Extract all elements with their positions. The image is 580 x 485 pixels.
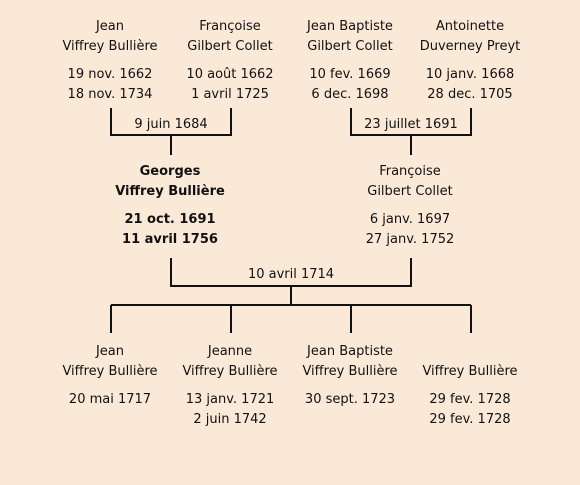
person-first-name: Jean [95, 344, 125, 359]
person-death-date: 27 janv. 1752 [365, 232, 455, 247]
person-birth-date: 10 août 1662 [186, 67, 274, 82]
child-3: Jean Baptiste Viffrey Bullière 30 sept. … [280, 342, 420, 410]
person-first-name: Jean Baptiste [307, 344, 393, 359]
person-birth-date: 19 nov. 1662 [67, 67, 153, 82]
person-surname: Viffrey Bullière [182, 364, 278, 379]
grandparent-maternal-grandfather: Jean Baptiste Gilbert Collet 10 fev. 166… [280, 17, 420, 105]
person-first-name: Jeanne [207, 344, 253, 359]
person-death-date: 18 nov. 1734 [67, 87, 153, 102]
person-first-name: Georges [139, 164, 201, 179]
person-death-date: 28 dec. 1705 [427, 87, 513, 102]
person-first-name: Françoise [379, 164, 441, 179]
person-birth-date: 20 mai 1717 [68, 392, 152, 407]
person-death-date: 11 avril 1756 [122, 232, 218, 247]
person-birth-date: 6 janv. 1697 [369, 212, 451, 227]
person-surname: Viffrey Bullière [422, 364, 518, 379]
person-surname: Duverney Preyt [419, 39, 521, 54]
person-first-name: Françoise [199, 19, 261, 34]
person-birth-date: 13 janv. 1721 [185, 392, 275, 407]
person-birth-date: 10 janv. 1668 [425, 67, 515, 82]
child-2: Jeanne Viffrey Bullière 13 janv. 1721 2 … [160, 342, 300, 430]
person-surname: Gilbert Collet [307, 39, 393, 54]
child-1: Jean Viffrey Bullière 20 mai 1717 [40, 342, 180, 410]
person-death-date: 2 juin 1742 [193, 412, 267, 427]
person-birth-date: 30 sept. 1723 [304, 392, 396, 407]
grandparent-maternal-grandmother: Antoinette Duverney Preyt 10 janv. 1668 … [400, 17, 540, 105]
person-death-date: 6 dec. 1698 [311, 87, 389, 102]
person-surname: Viffrey Bullière [115, 184, 225, 199]
person-surname: Gilbert Collet [367, 184, 453, 199]
marriage-date-maternal: 23 juillet 1691 [360, 117, 462, 133]
person-death-date: 29 fev. 1728 [429, 412, 511, 427]
person-surname: Viffrey Bullière [62, 39, 158, 54]
person-birth-date: 29 fev. 1728 [429, 392, 511, 407]
grandparent-paternal-grandfather: Jean Viffrey Bullière 19 nov. 1662 18 no… [40, 17, 180, 105]
person-first-name: Jean [95, 19, 125, 34]
grandparent-paternal-grandmother: Françoise Gilbert Collet 10 août 1662 1 … [160, 17, 300, 105]
parent-father-focus: Georges Viffrey Bullière 21 oct. 1691 11… [100, 162, 240, 250]
person-birth-date: 10 fev. 1669 [309, 67, 391, 82]
person-first-name: Jean Baptiste [307, 19, 393, 34]
person-birth-date: 21 oct. 1691 [124, 212, 216, 227]
person-death-date: 1 avril 1725 [191, 87, 269, 102]
person-surname: Viffrey Bullière [62, 364, 158, 379]
marriage-date-paternal: 9 juin 1684 [130, 117, 212, 133]
marriage-date-parents: 10 avril 1714 [243, 267, 339, 283]
person-first-name: Antoinette [435, 19, 505, 34]
person-surname: Gilbert Collet [187, 39, 273, 54]
person-surname: Viffrey Bullière [302, 364, 398, 379]
parent-mother: Françoise Gilbert Collet 6 janv. 1697 27… [340, 162, 480, 250]
child-4: Viffrey Bullière 29 fev. 1728 29 fev. 17… [400, 362, 540, 430]
